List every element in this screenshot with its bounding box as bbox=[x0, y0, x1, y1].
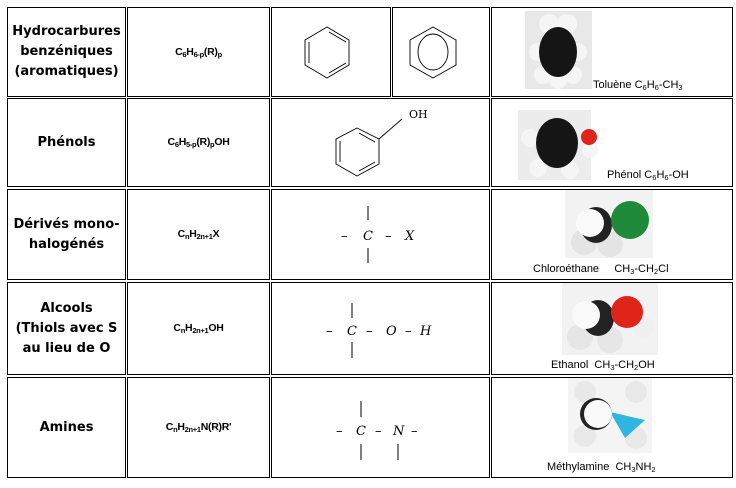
general-formula: C6H5-p(R)pOH bbox=[167, 136, 230, 149]
svg-text:N: N bbox=[392, 424, 405, 439]
amine-structure-cell bbox=[271, 377, 490, 478]
general-formula: CnH2n+1OH bbox=[173, 322, 224, 335]
benzene-aromatic-diagram bbox=[409, 26, 457, 79]
family-label: halogénés bbox=[28, 236, 105, 252]
svg-text:–: – bbox=[336, 424, 343, 439]
family-label: (aromatiques) bbox=[14, 64, 119, 79]
halide-structure-cell bbox=[271, 189, 490, 280]
svg-text:O: O bbox=[386, 324, 397, 339]
model-cell-toluene bbox=[491, 7, 733, 97]
model-cell-methylamine bbox=[491, 377, 733, 478]
svg-text:–: – bbox=[375, 424, 382, 439]
family-label: au lieu de O bbox=[22, 340, 111, 356]
model-cell-phenol bbox=[491, 98, 733, 187]
toluene-3d-model bbox=[525, 11, 592, 89]
svg-text:–: – bbox=[405, 324, 412, 339]
svg-text:–: – bbox=[411, 424, 418, 439]
benzene-kekule-diagram bbox=[304, 26, 350, 79]
family-cell-phenols: Phénols bbox=[7, 98, 126, 187]
formula-cell: CnH2n+1X bbox=[127, 189, 270, 280]
svg-text:H: H bbox=[419, 324, 432, 339]
family-label: (Thiols avec S bbox=[15, 320, 118, 336]
svg-text:X: X bbox=[404, 229, 415, 244]
svg-text:C: C bbox=[347, 324, 357, 339]
svg-text:–: – bbox=[341, 229, 348, 244]
svg-text:–: – bbox=[326, 324, 333, 339]
amine-structure-diagram: – C – N – bbox=[336, 401, 418, 460]
aromatic-benzene-cell bbox=[392, 7, 490, 97]
chloroethane-caption: Chloroéthane CH3-CH2Cl bbox=[533, 263, 669, 276]
chloroethane-3d-model bbox=[565, 190, 653, 258]
hydroxyl-label: OH bbox=[409, 108, 428, 121]
model-cell-ethanol bbox=[491, 282, 733, 375]
phenol-diagram bbox=[335, 118, 403, 177]
family-cell-halogenated: Dérivés mono-halogénés bbox=[7, 189, 126, 280]
family-cell-amines: Amines bbox=[7, 377, 126, 478]
alcohol-structure-cell bbox=[271, 282, 490, 375]
family-label: Amines bbox=[39, 419, 94, 435]
family-label: Phénols bbox=[37, 134, 96, 150]
family-cell-alcohols: Alcools (Thiols avec S au lieu de O bbox=[7, 282, 126, 375]
general-formula: CnH2n+1X bbox=[177, 228, 220, 241]
family-label: Hydrocarbures bbox=[12, 24, 121, 39]
phenol-caption: Phénol C6H6-OH bbox=[607, 169, 689, 182]
formula-cell: CnH2n+1N(R)R' bbox=[127, 377, 270, 478]
svg-text:–: – bbox=[385, 229, 392, 244]
formula-cell: C6H5-p(R)pOH bbox=[127, 98, 270, 187]
family-label: Dérivés mono- bbox=[13, 216, 120, 232]
svg-text:C: C bbox=[363, 229, 373, 244]
methylamine-3d-model bbox=[568, 378, 652, 453]
toluene-caption: Toluène C6H6-CH3 bbox=[593, 79, 683, 92]
phenol-structure-cell bbox=[271, 98, 490, 187]
phenol-3d-model bbox=[518, 110, 598, 180]
svg-text:C: C bbox=[356, 424, 366, 439]
general-formula: C6H6-p(R)p bbox=[175, 45, 222, 59]
family-label: benzéniques bbox=[20, 44, 113, 59]
family-label: Alcools bbox=[40, 300, 93, 316]
formula-cell: C6H6-p(R)p bbox=[127, 7, 270, 97]
halide-structure-diagram: – C – X bbox=[341, 206, 415, 263]
ethanol-caption: Ethanol CH3-CH2OH bbox=[551, 359, 655, 372]
model-cell-chloroethane bbox=[491, 189, 733, 280]
svg-text:–: – bbox=[366, 324, 373, 339]
general-formula: CnH2n+1N(R)R' bbox=[165, 421, 232, 434]
methylamine-caption: Méthylamine CH3NH2 bbox=[547, 461, 656, 474]
family-cell-aromatics: Hydrocarbures benzéniques (aromatiques) bbox=[7, 7, 126, 97]
formula-cell: CnH2n+1OH bbox=[127, 282, 270, 375]
kekule-benzene-cell bbox=[271, 7, 391, 97]
ethanol-3d-model bbox=[562, 283, 658, 355]
alcohol-structure-diagram: – C – O – H bbox=[326, 303, 432, 358]
